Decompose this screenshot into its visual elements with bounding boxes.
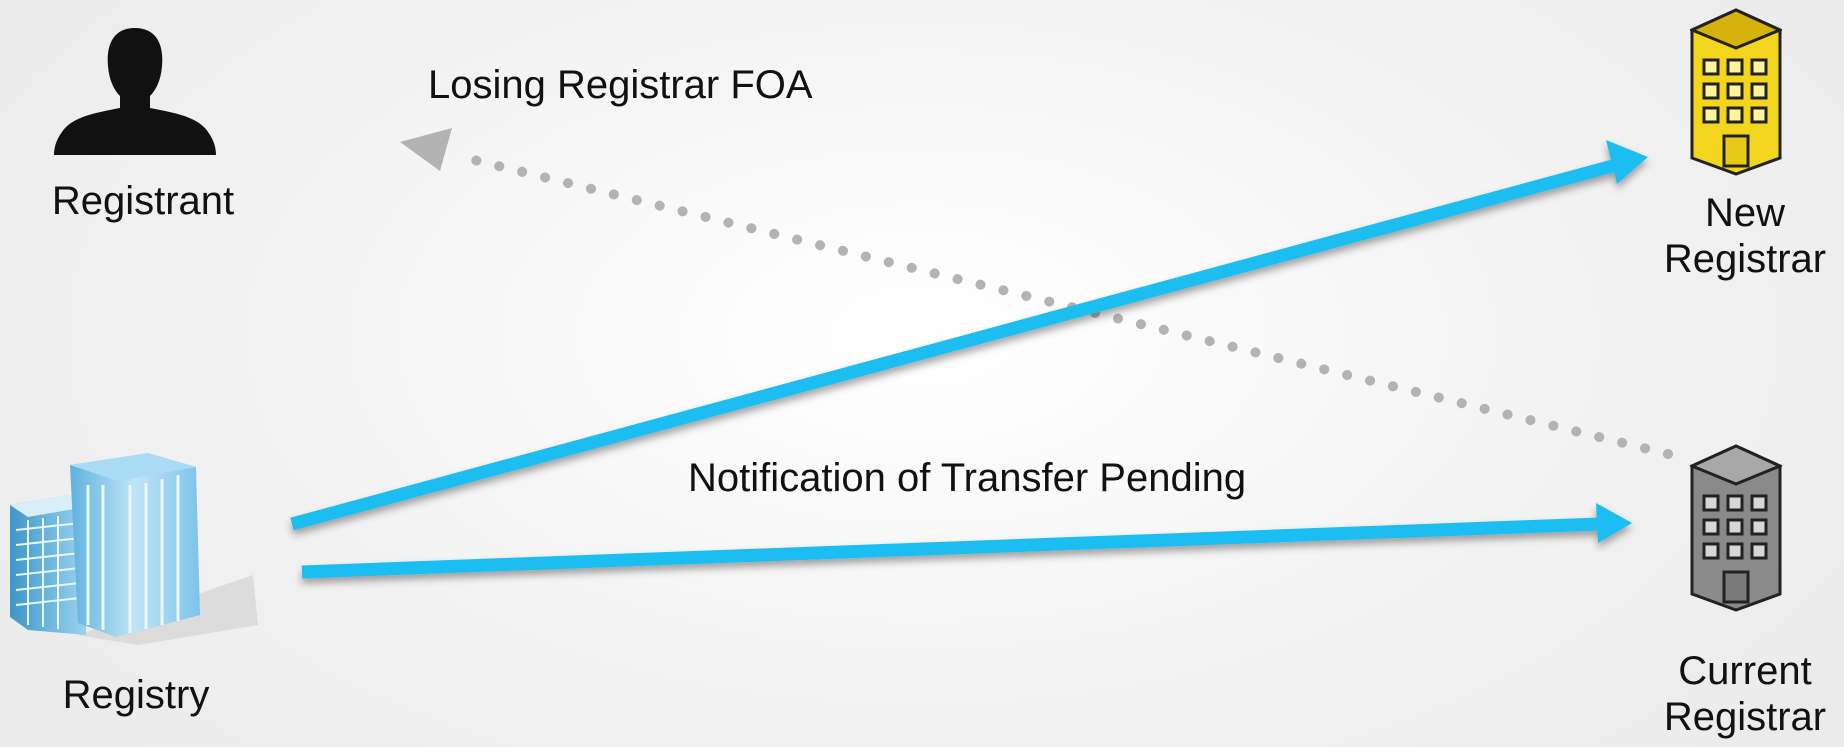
- losing-foa-arrowhead: [400, 128, 452, 171]
- losing-foa-label: Losing Registrar FOA: [428, 63, 813, 107]
- registry-to-new-registrar-arrow: [290, 140, 1648, 531]
- registry-label: Registry: [62, 673, 210, 717]
- notification-arrow: [301, 503, 1632, 579]
- new-registrar-label-line2: Registrar: [1663, 237, 1827, 281]
- losing-foa-arrow: [400, 128, 1673, 459]
- person-silhouette-icon: [54, 28, 216, 155]
- office-towers-icon: [10, 453, 258, 645]
- current-registrar-label-line2: Registrar: [1663, 695, 1827, 739]
- notification-label: Notification of Transfer Pending: [688, 456, 1247, 500]
- gray-building-icon: [1690, 444, 1782, 612]
- current-registrar-label-line1: Current: [1678, 649, 1812, 693]
- yellow-building-icon: [1690, 8, 1782, 176]
- current-registrar-label: Current Registrar: [1650, 648, 1840, 740]
- new-registrar-label-line1: New: [1704, 191, 1786, 235]
- new-registrar-label: New Registrar: [1650, 190, 1840, 282]
- registrant-label: Registrant: [51, 179, 235, 223]
